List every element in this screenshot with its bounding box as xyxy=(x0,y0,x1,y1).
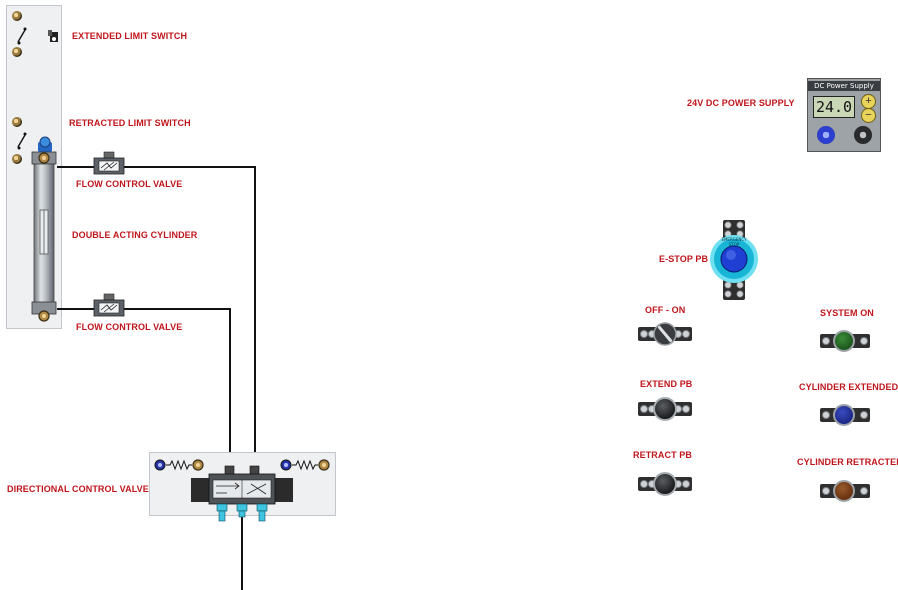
solenoid-coil-left-icon[interactable] xyxy=(154,458,204,472)
cylinder-retracted-lamp xyxy=(820,478,870,504)
terminal-icon xyxy=(12,47,22,57)
cylinder-extended-label: CYLINDER EXTENDED xyxy=(799,382,898,392)
limit-switch-actuator-icon xyxy=(48,30,58,42)
solenoid-coil-right-icon[interactable] xyxy=(280,458,330,472)
directional-control-valve[interactable] xyxy=(191,464,293,524)
extend-button-cap xyxy=(653,397,677,421)
terminal-icon xyxy=(12,154,22,164)
estop-ring-text: EMERGENCY STOP xyxy=(721,237,747,247)
cylinder-retracted-label: CYLINDER RETRACTED xyxy=(797,457,898,467)
power-supply-title: DC Power Supply xyxy=(808,81,880,91)
flow-control-valve-bottom[interactable] xyxy=(92,293,128,318)
directional-control-valve-label: DIRECTIONAL CONTROL VALVE xyxy=(7,484,149,494)
extended-limit-switch[interactable] xyxy=(10,9,60,64)
terminal-icon xyxy=(12,11,22,21)
extend-pb-label: EXTEND PB xyxy=(640,379,693,389)
flow-control-valve-top[interactable] xyxy=(92,151,128,176)
cylinder-extended-lamp xyxy=(820,402,870,428)
estop-button[interactable] xyxy=(709,220,759,300)
system-on-label: SYSTEM ON xyxy=(820,308,874,318)
voltage-up-button[interactable]: + xyxy=(861,94,876,109)
retract-button-cap xyxy=(653,472,677,496)
pipe xyxy=(57,166,255,168)
off-on-label: OFF - ON xyxy=(645,305,686,315)
flow-control-valve-top-label: FLOW CONTROL VALVE xyxy=(76,179,183,189)
switch-contact-icon xyxy=(17,27,27,45)
dc-power-supply[interactable]: DC Power Supply 24.0 + − xyxy=(807,78,881,152)
system-on-lamp xyxy=(820,328,870,354)
retracted-limit-switch-label: RETRACTED LIMIT SWITCH xyxy=(69,118,191,128)
retract-pb-label: RETRACT PB xyxy=(633,450,692,460)
extend-push-button[interactable] xyxy=(638,395,692,423)
terminal-icon xyxy=(12,117,22,127)
cylinder-retracted-lamp-lens xyxy=(833,480,855,502)
pipe xyxy=(254,166,256,466)
pipe xyxy=(229,308,231,466)
cylinder-sensor-icon xyxy=(38,136,52,152)
voltage-down-button[interactable]: − xyxy=(861,108,876,123)
double-acting-cylinder-label: DOUBLE ACTING CYLINDER xyxy=(72,230,198,240)
power-supply-label: 24V DC POWER SUPPLY xyxy=(687,98,795,108)
retracted-limit-switch[interactable] xyxy=(10,117,40,167)
extended-limit-switch-label: EXTENDED LIMIT SWITCH xyxy=(72,31,188,41)
off-on-selector-switch[interactable] xyxy=(638,320,692,348)
flow-control-valve-bottom-label: FLOW CONTROL VALVE xyxy=(76,322,183,332)
system-on-lamp-lens xyxy=(833,330,855,352)
switch-contact-icon xyxy=(17,132,27,150)
retract-push-button[interactable] xyxy=(638,470,692,498)
voltage-display: 24.0 xyxy=(813,96,855,118)
positive-terminal-icon[interactable] xyxy=(817,126,835,144)
pipe xyxy=(241,512,243,590)
cylinder-extended-lamp-lens xyxy=(833,404,855,426)
double-acting-cylinder[interactable] xyxy=(29,151,59,324)
estop-label: E-STOP PB xyxy=(659,254,709,264)
negative-terminal-icon[interactable] xyxy=(854,126,872,144)
selector-knob-icon xyxy=(653,322,677,346)
pipe xyxy=(57,308,230,310)
